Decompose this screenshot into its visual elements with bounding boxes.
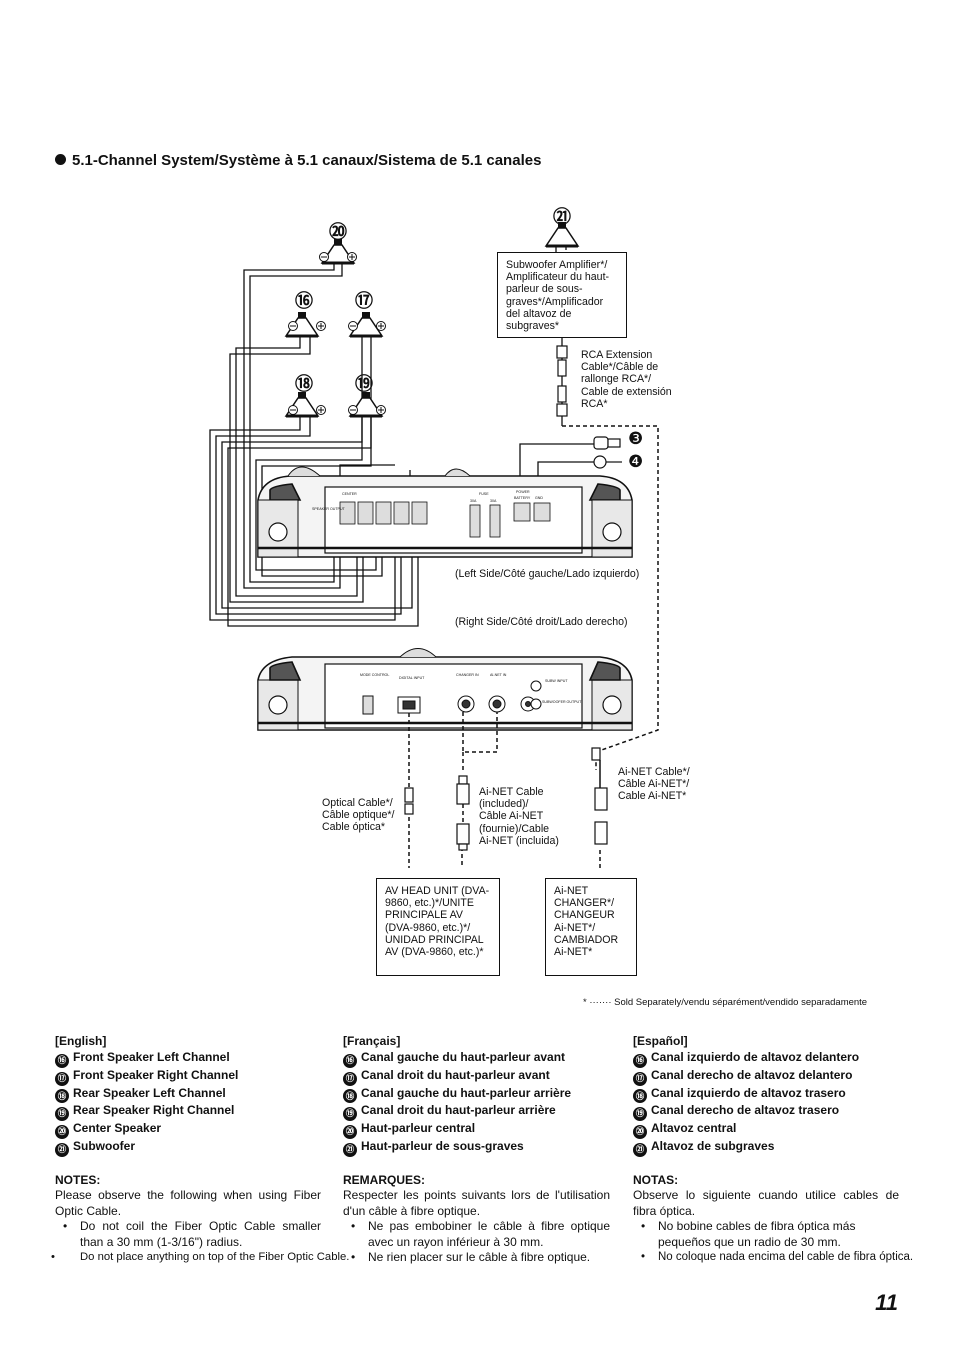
svg-text:BATTERY: BATTERY <box>514 496 531 500</box>
notes-intro: Observe lo siguiente cuando utilice cabl… <box>633 1188 899 1218</box>
rca-extension-label: RCA Extension Cable*/Câble de rallonge R… <box>581 349 672 410</box>
speaker-20-number: ⑳ <box>329 222 347 242</box>
svg-text:AI-NET IN: AI-NET IN <box>490 673 507 677</box>
terminal-4-number: ❹ <box>628 452 644 471</box>
ainet-cable-label: Ai-NET Cable*/ Câble Ai-NET*/ Cable Ai-N… <box>618 766 690 803</box>
right-side-label: (Right Side/Côté droit/Lado derecho) <box>455 616 628 628</box>
optical-cable-label: Optical Cable*/ Câble optique*/ Cable óp… <box>322 797 395 834</box>
legend-heading: [English] <box>55 1034 107 1048</box>
notes-bullet: Ne rien placer sur le câble à fibre opti… <box>351 1250 610 1266</box>
svg-text:SUBW INPUT: SUBW INPUT <box>545 679 568 683</box>
page-number: 11 <box>875 1290 898 1315</box>
svg-text:DIGITAL INPUT: DIGITAL INPUT <box>399 676 425 680</box>
subwoofer-amplifier-box: Subwoofer Amplifier*/ Amplificateur du h… <box>497 252 627 338</box>
svg-text:POWER: POWER <box>516 490 530 494</box>
notes-bullet: No coloque nada encima del cable de fibr… <box>641 1250 913 1266</box>
notes-heading: REMARQUES: <box>343 1173 426 1187</box>
notes-heading: NOTES: <box>55 1173 101 1187</box>
svg-text:MODE CONTROL: MODE CONTROL <box>360 673 389 677</box>
svg-text:FUSE: FUSE <box>479 492 489 496</box>
svg-text:CENTER: CENTER <box>342 492 357 496</box>
sold-separately-note: * ······· Sold Separately/vendu séparéme… <box>583 997 868 1008</box>
notes-bullet: Do not coil the Fiber Optic Cable smalle… <box>63 1219 321 1250</box>
svg-text:CHANGER IN: CHANGER IN <box>456 673 479 677</box>
svg-text:30A: 30A <box>470 499 477 503</box>
speaker-19-number: ⑲ <box>355 374 373 394</box>
left-side-label: (Left Side/Côté gauche/Lado izquierdo) <box>455 568 640 580</box>
notes-english: NOTES: Please observe the following when… <box>51 1173 349 1266</box>
speaker-17-number: ⑰ <box>355 291 373 311</box>
notes-bullet: No bobine cables de fibra óptica más peq… <box>641 1219 899 1250</box>
notes-french: REMARQUES: Respecter les points suivants… <box>343 1173 610 1266</box>
svg-text:30A: 30A <box>490 499 497 503</box>
speaker-16-number: ⑯ <box>295 291 313 311</box>
section-title: 5.1-Channel System/Système à 5.1 canaux/… <box>55 152 541 169</box>
ainet-changer-box: Ai-NET CHANGER*/ CHANGEUR Ai-NET*/ CAMBI… <box>545 878 637 976</box>
legend-heading: [Français] <box>343 1034 401 1048</box>
notes-heading: NOTAS: <box>633 1173 679 1187</box>
notes-bullet: Ne pas embobiner le câble à fibre optiqu… <box>351 1219 610 1250</box>
notes-bullet: Do not place anything on top of the Fibe… <box>51 1250 349 1266</box>
ainet-cable-included-label: Ai-NET Cable (included)/ Câble Ai-NET (f… <box>479 786 559 847</box>
speaker-18-number: ⑱ <box>295 374 313 394</box>
notes-intro: Please observe the following when using … <box>55 1188 321 1218</box>
svg-text:GND: GND <box>535 496 543 500</box>
bullet-dot-icon <box>55 154 66 165</box>
notes-spanish: NOTAS: Observe lo siguiente cuando utili… <box>633 1173 913 1266</box>
av-head-unit-box: AV HEAD UNIT (DVA- 9860, etc.)*/UNITE PR… <box>376 878 500 976</box>
svg-text:SPEAKER OUTPUT: SPEAKER OUTPUT <box>312 507 346 511</box>
svg-text:SUBWOOFER OUTPUT: SUBWOOFER OUTPUT <box>542 700 582 704</box>
notes-intro: Respecter les points suivants lors de l'… <box>343 1188 610 1218</box>
terminal-3-number: ❸ <box>628 429 644 448</box>
legend-heading: [Español] <box>633 1034 688 1048</box>
speaker-21-number: ㉑ <box>553 207 571 227</box>
